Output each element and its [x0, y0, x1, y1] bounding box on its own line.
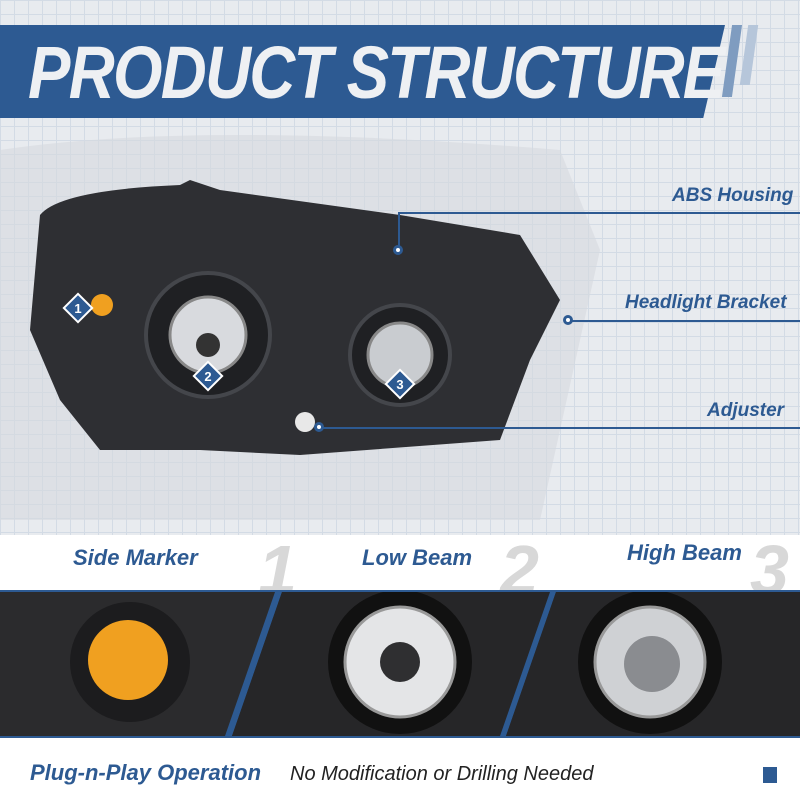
callout-adjuster: Adjuster [707, 400, 785, 421]
callout-headlight-bracket: Headlight Bracket [625, 292, 787, 313]
section-labels-bar [0, 535, 800, 590]
callout-abs-housing: ABS Housing [672, 185, 794, 206]
title-banner [0, 25, 725, 118]
page-title: PRODUCT STRUCTURE [28, 31, 725, 114]
callout-line [398, 212, 400, 250]
svg-text:3: 3 [396, 377, 403, 392]
decor-square [763, 767, 777, 783]
callout-line [320, 427, 800, 429]
callout-dot [314, 422, 324, 432]
side-marker-photo [0, 592, 275, 736]
callout-line [398, 212, 800, 214]
marker-3: 3 [384, 368, 416, 400]
marker-2: 2 [192, 360, 224, 392]
footer-subtext: No Modification or Drilling Needed [290, 763, 594, 785]
detail-photos [0, 590, 800, 738]
section-high-beam: High Beam [627, 540, 742, 565]
callout-dot [393, 245, 403, 255]
section-low-beam: Low Beam [362, 545, 473, 570]
svg-text:2: 2 [204, 369, 211, 384]
low-beam-photo [232, 590, 550, 736]
headlight-illustration: 1 2 3 [0, 135, 600, 520]
section-side-marker: Side Marker [73, 545, 198, 570]
svg-text:1: 1 [74, 301, 81, 316]
high-beam-photo [506, 590, 800, 736]
footer-headline: Plug-n-Play Operation [30, 760, 262, 785]
callout-line [570, 320, 800, 322]
marker-1: 1 [62, 292, 94, 324]
callout-dot [563, 315, 573, 325]
